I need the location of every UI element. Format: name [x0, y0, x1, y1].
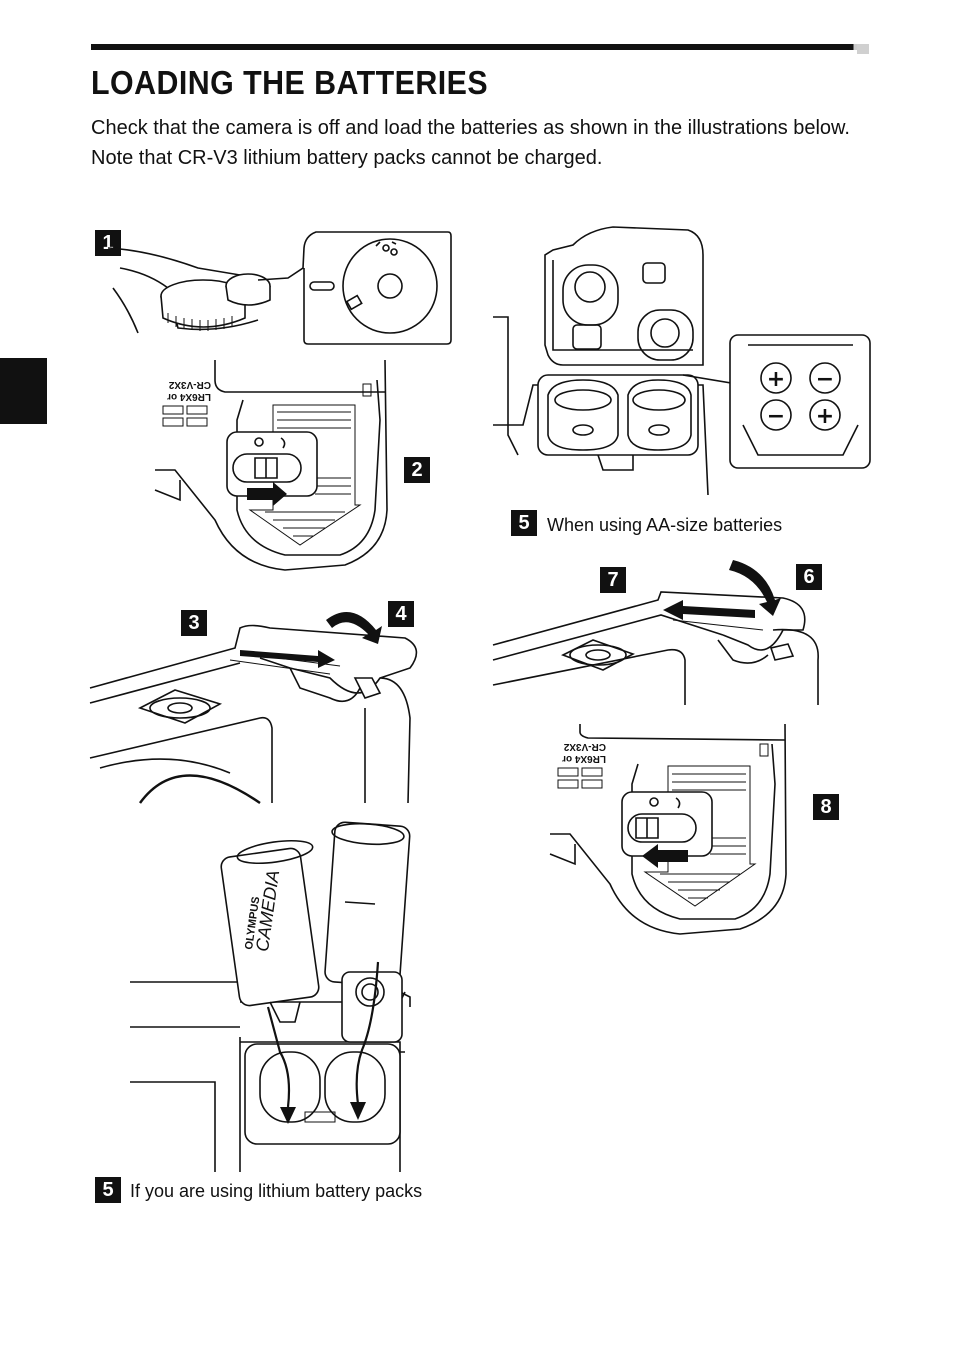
cover-label-1b: CR-V3X2	[563, 741, 606, 752]
svg-text:+: +	[767, 367, 785, 392]
step-badge-8: 8	[813, 794, 839, 820]
illustration-step5-lithium-pack: OLYMPUS CAMEDIA	[130, 822, 415, 1172]
caption-aa-batteries: When using AA-size batteries	[547, 515, 783, 535]
svg-text:+: +	[816, 404, 834, 429]
step-badge-5a: 5	[511, 510, 537, 536]
chapter-side-tab	[0, 358, 47, 424]
step-badge-6: 6	[796, 564, 822, 590]
illustration-step1-mode-dial	[108, 228, 453, 348]
cover-label-1: CR-V3X2	[168, 379, 211, 390]
page-title: LOADING THE BATTERIES	[91, 64, 489, 101]
step-badge-3: 3	[181, 610, 207, 636]
step-badge-4: 4	[388, 601, 414, 627]
illustration-step8-cover-unlock: CR-V3X2 LR6X4 or	[550, 724, 795, 936]
svg-text:−: −	[816, 367, 834, 392]
step-badge-5b: 5	[95, 1177, 121, 1203]
illustration-step5-aa-compartment: + − − +	[493, 225, 873, 500]
caption-lithium-packs: If you are using lithium battery packs	[130, 1181, 423, 1201]
svg-text:−: −	[767, 404, 785, 429]
illustration-step6-7-close-cover	[493, 560, 828, 705]
cover-label-2b: LR6X4 or	[562, 753, 606, 764]
illustration-step2-cover-lock: CR-V3X2 LR6X4 or	[155, 360, 400, 575]
illustration-step3-4-open-cover	[90, 612, 420, 803]
step-badge-1: 1	[95, 230, 121, 256]
intro-paragraph: Check that the camera is off and load th…	[91, 117, 850, 169]
top-rule	[91, 44, 869, 54]
cover-label-2: LR6X4 or	[167, 391, 211, 402]
step-badge-7: 7	[600, 567, 626, 593]
step-badge-2: 2	[404, 457, 430, 483]
